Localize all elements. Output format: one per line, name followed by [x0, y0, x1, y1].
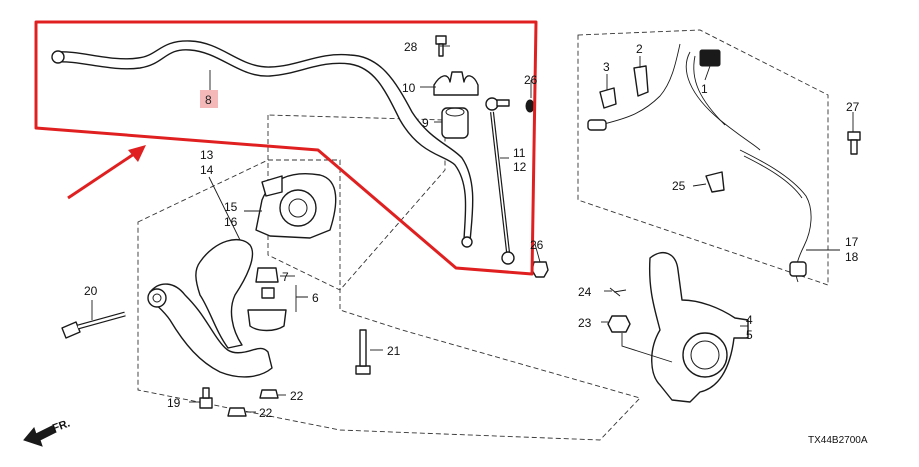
compliance-bushing: [279, 189, 317, 227]
front-direction-label: FR.: [51, 417, 72, 434]
stabilizer-bar-end: [51, 50, 65, 64]
bolt-19-shank: [202, 387, 210, 399]
part-8-highlight-box: [200, 90, 218, 108]
callout-5: 5: [746, 328, 753, 342]
ball-joint-housing: [247, 309, 287, 332]
leader-13-14: [208, 176, 241, 241]
stabilizer-bar-eye: [461, 236, 473, 248]
bolt-20: [61, 321, 81, 339]
sensor-clamp-25: [705, 171, 725, 193]
callout-27: 27: [846, 100, 860, 114]
cotter-pin-24: [609, 287, 627, 297]
leader-23-knuckle: [621, 333, 673, 363]
ball-joint-stud: [261, 287, 275, 299]
bolt-28: [435, 35, 447, 45]
lower-arm-front-bushing-core: [152, 293, 162, 303]
bolt-19: [199, 397, 213, 409]
callout-28: 28: [404, 40, 418, 54]
knuckle-hub-bore-inner: [690, 340, 720, 370]
highlight-arrow-head: [128, 145, 146, 162]
stabilizer-link-lower-joint: [501, 251, 515, 265]
sensor-clip-3: [599, 87, 617, 109]
callout-11: 11: [513, 146, 526, 160]
callout-12: 12: [513, 160, 527, 174]
callout-10: 10: [402, 81, 416, 95]
callout-7: 7: [282, 270, 289, 284]
sensor-clip-2: [633, 65, 649, 97]
callout-23: 23: [578, 316, 592, 330]
front-direction-arrow: [23, 425, 57, 447]
leader-25: [692, 183, 707, 187]
leader-26b: [534, 243, 541, 263]
callout-22-upper: 22: [290, 389, 304, 403]
sensor-wire-left: [595, 43, 681, 127]
callout-26-lower: 26: [530, 238, 544, 252]
sensor-plug: [587, 119, 607, 131]
callout-9: 9: [422, 116, 429, 130]
callout-3: 3: [603, 60, 610, 74]
callout-22-lower: 22: [259, 406, 273, 420]
callout-16: 16: [224, 215, 238, 229]
callout-2: 2: [636, 42, 643, 56]
callout-21: 21: [387, 344, 401, 358]
nut-22-upper: [259, 389, 279, 399]
stabilizer-link-upper-stud: [496, 99, 510, 107]
callout-20: 20: [84, 284, 98, 298]
steering-knuckle: [648, 251, 749, 403]
sensor-connector-1: [699, 49, 721, 67]
lower-control-arm: [149, 238, 273, 378]
callout-18: 18: [845, 250, 859, 264]
leader-6: [295, 285, 308, 312]
bolt-27: [847, 131, 861, 141]
bolt-21-shank: [359, 329, 367, 367]
callout-6: 6: [312, 291, 319, 305]
callout-8: 8: [205, 93, 212, 107]
bushing-hole: [445, 107, 465, 117]
bolt-20-shank-inner: [77, 312, 126, 329]
nut-26-lower: [531, 261, 549, 278]
bushing-holder: [433, 71, 479, 96]
callout-4: 4: [746, 313, 753, 327]
stabilizer-link-rod-highlight: [491, 111, 509, 253]
stabilizer-link-upper-joint: [485, 97, 499, 111]
nut-22-lower: [227, 407, 247, 417]
callout-17: 17: [845, 235, 859, 249]
callout-24: 24: [578, 285, 592, 299]
nut-23: [607, 315, 631, 333]
callout-15: 15: [224, 200, 238, 214]
highlight-outline: [34, 20, 538, 276]
sensor-group-frame: [577, 29, 829, 286]
wheel-speed-sensor: [789, 261, 807, 277]
callout-25: 25: [672, 179, 686, 193]
callout-26-upper: 26: [524, 73, 538, 87]
bolt-21: [355, 365, 371, 375]
lower-arm-front-bushing: [147, 288, 167, 308]
bolt-28-shank: [438, 43, 444, 57]
compliance-bushing-core: [288, 198, 308, 218]
leader-1: [704, 65, 711, 81]
sensor-harness-upper-b: [693, 55, 726, 126]
ball-joint-boot: [255, 267, 279, 283]
knuckle-hub-bore: [682, 332, 728, 378]
bolt-27-shank: [850, 139, 858, 155]
callout-13: 13: [200, 148, 214, 162]
callout-1: 1: [701, 82, 708, 96]
sensor-cable-lower-b: [743, 155, 803, 199]
sensor-harness-upper: [685, 51, 761, 151]
callout-19: 19: [167, 396, 181, 410]
diagram-code: TX44B2700A: [808, 435, 868, 446]
compliance-bracket-tab: [261, 175, 283, 197]
highlight-arrow-shaft: [67, 148, 141, 200]
nut-26-upper: [525, 99, 535, 113]
callout-14: 14: [200, 163, 214, 177]
